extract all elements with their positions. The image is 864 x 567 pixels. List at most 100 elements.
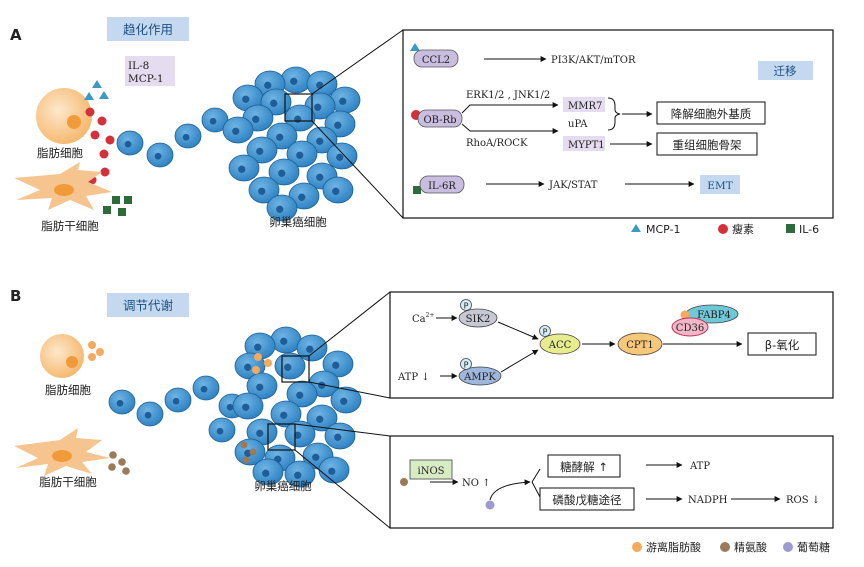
cancer-label-a: 卵巢癌细胞 xyxy=(269,215,327,229)
chemokine-box xyxy=(125,56,175,86)
no-label: NO ↑ xyxy=(462,478,491,489)
cpt1-label: CPT1 xyxy=(626,340,653,351)
phospho-ampk xyxy=(460,358,472,370)
acc-node xyxy=(539,333,581,355)
zoom-box-a xyxy=(284,93,313,122)
detail-box-b-bottom xyxy=(389,435,834,529)
migration-box xyxy=(758,61,813,80)
cancer-cell xyxy=(286,380,318,408)
ccl2-label: CCL2 xyxy=(422,55,450,66)
inos-label: iNOS xyxy=(418,466,445,477)
phospho-sik2-label: P xyxy=(464,302,469,311)
mcp1-triangles xyxy=(84,80,109,100)
cancer-cell xyxy=(284,460,316,488)
phospho-ampk-label: P xyxy=(464,361,469,370)
migrating-cell xyxy=(208,417,236,443)
legend-mcp1-icon xyxy=(631,224,641,232)
fatty-acid-on-fabp4 xyxy=(680,310,690,320)
cpt1-node xyxy=(617,332,663,356)
il6r-label: IL-6R xyxy=(428,181,456,192)
emt-label: EMT xyxy=(707,180,732,192)
panel-b-letter: B xyxy=(10,287,21,305)
ampk-label: AMPK xyxy=(463,372,496,383)
leptin-dots xyxy=(85,107,115,185)
rhoa-label: RhoA/ROCK xyxy=(466,138,528,149)
cancer-cell xyxy=(248,176,280,204)
chemokine-label-il8: IL-8 xyxy=(128,60,149,72)
zoom-box-b-top xyxy=(281,355,310,383)
atp-out-label: ATP xyxy=(689,461,710,472)
outcome-box-cytoskeleton xyxy=(656,132,758,156)
cancer-cell xyxy=(306,404,338,432)
arrow-glucose xyxy=(489,479,531,501)
legend-glucose-icon xyxy=(783,542,793,552)
cd36-label: CD36 xyxy=(676,323,704,334)
cancer-cell xyxy=(228,154,260,182)
cancer-cell xyxy=(322,350,354,378)
cancer-cell xyxy=(286,140,318,168)
beta-oxidation-label: β-氧化 xyxy=(765,338,800,352)
ppp-box xyxy=(539,487,635,511)
cancer-cluster-b xyxy=(232,326,362,488)
zoom-line-b2-top xyxy=(294,423,391,437)
glucose-marker xyxy=(485,500,495,510)
cd36-node xyxy=(671,317,709,337)
beta-oxidation-box xyxy=(747,332,817,356)
cancer-cell xyxy=(246,372,278,400)
branch-up xyxy=(531,468,541,483)
mcp1-triangle-marker xyxy=(410,43,420,51)
panel-a-title: 趋化作用 xyxy=(123,22,173,37)
outcome-cytoskeleton: 重组细胞骨架 xyxy=(673,138,742,152)
cancer-cell xyxy=(252,458,284,486)
cancer-cell xyxy=(268,158,300,186)
zoom-line-b1-top xyxy=(308,291,391,357)
cancer-cluster-a xyxy=(222,66,361,222)
legend-leptin: 瘦素 xyxy=(732,222,754,236)
cancer-cell xyxy=(322,176,354,204)
branch-down xyxy=(531,481,541,498)
free-fatty-acid-dots-b xyxy=(88,341,104,361)
cancer-cell xyxy=(288,182,320,210)
cancer-label-b: 卵巢癌细胞 xyxy=(254,479,312,493)
nadph-label: NADPH xyxy=(688,495,728,506)
adipocyte-a xyxy=(36,88,92,144)
migrating-cell xyxy=(136,401,164,427)
acc-label: ACC xyxy=(548,340,572,351)
cancer-cell xyxy=(222,116,254,144)
cancer-cell xyxy=(266,194,298,222)
zoom-line-a-top xyxy=(311,29,404,95)
cancer-cell xyxy=(296,334,328,362)
stem-cell-a-label: 脂肪干细胞 xyxy=(41,219,99,233)
cancer-cell xyxy=(270,326,302,354)
target-mmr7: MMR7 xyxy=(568,101,602,112)
migrating-cells-b xyxy=(108,375,246,443)
adipocyte-b-label: 脂肪细胞 xyxy=(45,383,91,397)
legend-b: 游离脂肪酸 精氨酸 葡萄糖 xyxy=(632,540,830,554)
inos-box xyxy=(409,459,453,480)
legend-mcp1: MCP-1 xyxy=(646,223,681,236)
legend-ffa: 游离脂肪酸 xyxy=(646,540,701,554)
outcome-box-degrade xyxy=(656,101,766,125)
panel-a-title-box xyxy=(107,17,189,41)
cancer-cell xyxy=(246,136,278,164)
il6r-receptor xyxy=(419,175,465,194)
target-mypt1: MYPT1 xyxy=(568,140,605,151)
glycolysis-box xyxy=(547,454,621,478)
panel-b-title: 调节代谢 xyxy=(123,298,173,313)
jak-label: JAK/STAT xyxy=(548,180,598,191)
erk-label: ERK1/2 , JNK1/2 xyxy=(466,90,550,101)
migration-label: 迁移 xyxy=(774,64,797,78)
arrow-rhoa xyxy=(461,123,559,134)
phospho-sik2 xyxy=(460,299,472,311)
stem-cell-a xyxy=(14,162,112,210)
ros-label: ROS ↓ xyxy=(786,495,820,506)
zoom-line-b1-bottom xyxy=(308,381,391,399)
legend-arginine-icon xyxy=(720,542,730,552)
migrating-cell xyxy=(108,389,136,415)
migrating-cell xyxy=(192,375,220,401)
arrow-erk xyxy=(461,102,559,114)
stem-cell-b-label: 脂肪干细胞 xyxy=(39,475,97,489)
legend-glucose: 葡萄糖 xyxy=(797,540,830,554)
